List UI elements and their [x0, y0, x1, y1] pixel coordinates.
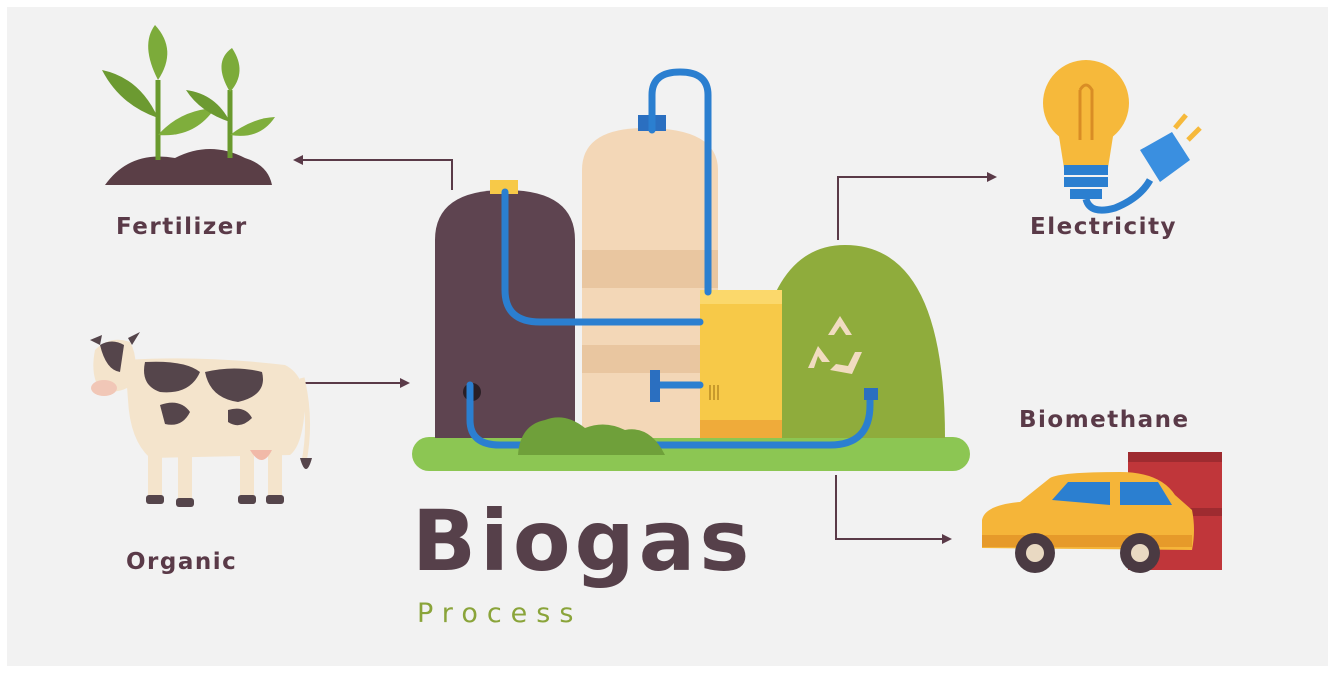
arrow-to-biomethane [835, 475, 952, 544]
biogas-plant-icon [412, 68, 970, 471]
diagram-title: Biogas [412, 492, 754, 590]
arrow-to-electricity [837, 172, 997, 240]
cow-icon [90, 332, 312, 507]
recycle-icon [808, 316, 862, 374]
connector-arrows [293, 155, 997, 544]
plant-sprout-icon [102, 25, 275, 185]
car-fuel-tank-icon [982, 452, 1222, 573]
lightbulb-plug-icon [1043, 60, 1202, 214]
diagram-subtitle: Process [417, 598, 583, 629]
electricity-label: Electricity [1030, 214, 1178, 240]
arrow-to-fertilizer [293, 155, 453, 190]
biomethane-label: Biomethane [1019, 407, 1190, 433]
organic-label: Organic [126, 549, 238, 575]
fertilizer-label: Fertilizer [116, 214, 248, 240]
